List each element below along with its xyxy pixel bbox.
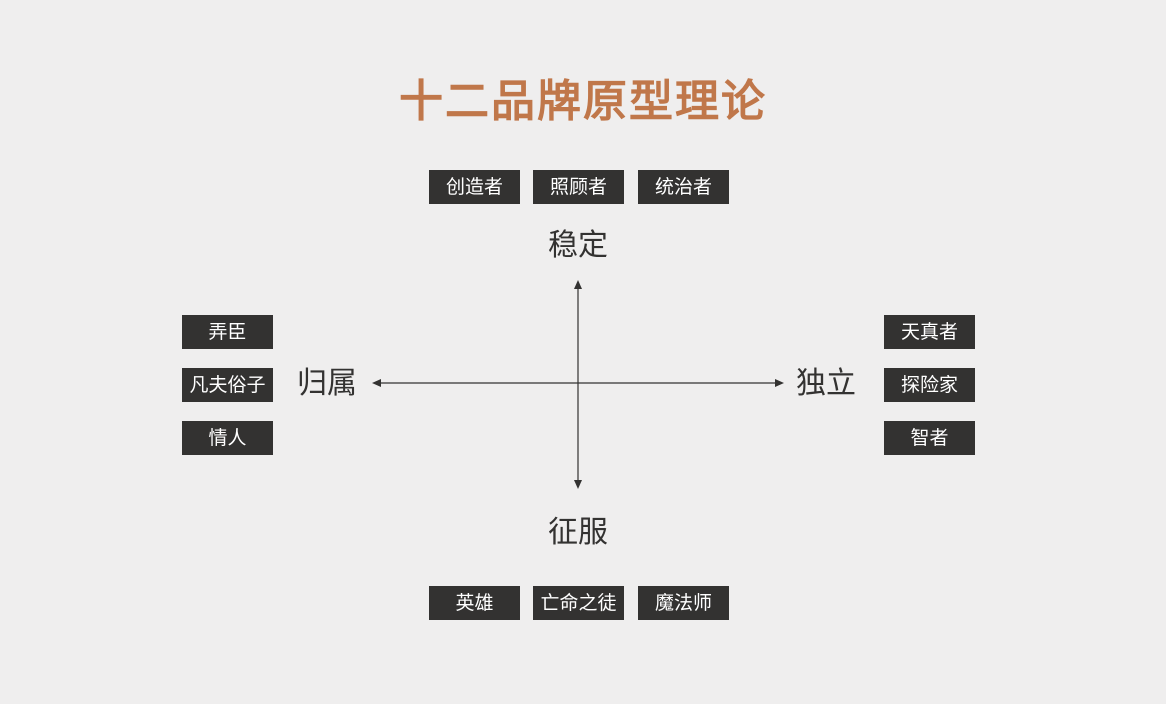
archetype-tag-innocent: 天真者 (884, 315, 975, 349)
axis-label-bottom: 征服 (548, 515, 608, 550)
archetype-tag-lover: 情人 (182, 421, 273, 455)
axis-label-right: 独立 (796, 366, 856, 401)
archetype-tag-everyman: 凡夫俗子 (182, 368, 273, 402)
down-arrow-icon (574, 480, 582, 489)
archetype-tag-magician: 魔法师 (638, 586, 729, 620)
archetype-tag-ruler: 统治者 (638, 170, 729, 204)
archetype-tag-hero: 英雄 (429, 586, 520, 620)
archetype-tag-explorer: 探险家 (884, 368, 975, 402)
up-arrow-icon (574, 280, 582, 289)
axis-label-left: 归属 (297, 366, 357, 401)
right-arrow-icon (775, 379, 784, 387)
archetype-tag-creator: 创造者 (429, 170, 520, 204)
axis-label-top: 稳定 (548, 228, 608, 263)
archetype-tag-sage: 智者 (884, 421, 975, 455)
left-arrow-icon (372, 379, 381, 387)
page-title: 十二品牌原型理论 (399, 76, 767, 127)
archetype-tag-caregiver: 照顾者 (533, 170, 624, 204)
archetype-tag-jester: 弄臣 (182, 315, 273, 349)
archetype-tag-outlaw: 亡命之徒 (533, 586, 624, 620)
